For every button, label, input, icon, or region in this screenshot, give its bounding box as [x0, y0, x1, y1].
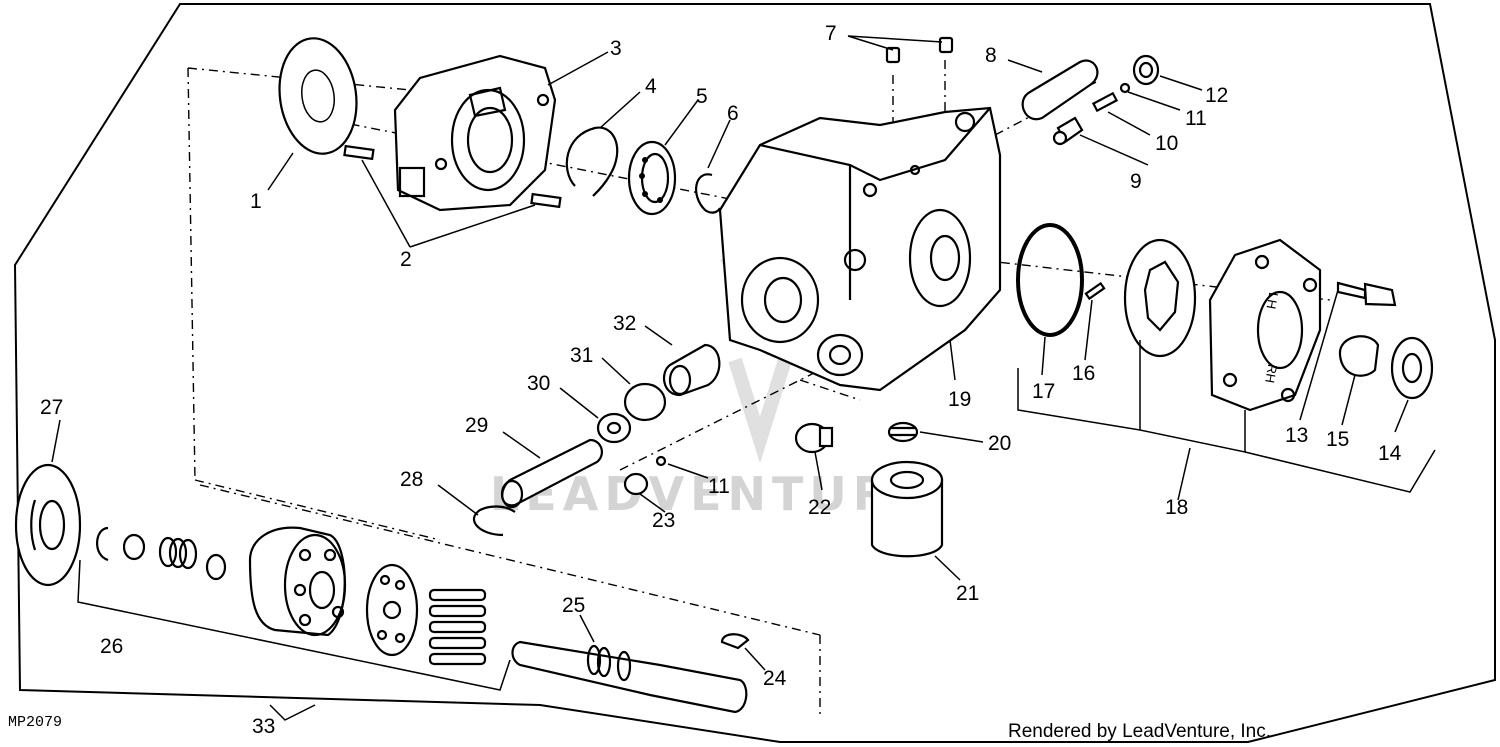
part-33-retainer-plate: [365, 563, 419, 657]
part-26-cylinder-block: [248, 526, 347, 637]
callout-5: 5: [696, 85, 708, 108]
part-30-washer: [596, 412, 632, 444]
callout-15: 15: [1326, 428, 1349, 451]
part-8-valve: [1021, 59, 1099, 121]
part-11-ball-top: [1119, 82, 1131, 94]
callout-16: 16: [1072, 362, 1095, 385]
callout-26: 26: [100, 635, 123, 658]
callout-21: 21: [956, 582, 979, 605]
part-29-shaft: [500, 438, 603, 509]
leader-lines: [51, 35, 1436, 721]
part-15-bearing: [1338, 335, 1380, 377]
part-9-fitting: [1052, 116, 1084, 146]
part-33-pistons: [428, 588, 487, 666]
callout-25: 25: [562, 594, 585, 617]
callout-29: 29: [465, 414, 488, 437]
callout-3: 3: [610, 37, 622, 60]
part-1-gasket: [278, 37, 358, 155]
part-19-pump-body: [718, 106, 1002, 392]
part-22-plug: [794, 422, 834, 454]
credit-text: Rendered by LeadVenture, Inc.: [1008, 721, 1271, 742]
callout-4: 4: [645, 75, 657, 98]
callout-14: 14: [1378, 442, 1402, 465]
callouts: 1 2 3 4 5 6 7 8 9 10 11 12 13 14 15 16 1…: [40, 22, 1402, 738]
part-13-bolt: [1336, 281, 1397, 307]
part-3-housing: [393, 54, 557, 212]
cover-rh-label: RH: [1262, 363, 1280, 384]
callout-18: 18: [1165, 496, 1188, 519]
callout-2: 2: [400, 248, 412, 271]
callout-1: 1: [250, 190, 262, 213]
callout-23: 23: [652, 509, 675, 532]
callout-11-top: 11: [1185, 107, 1207, 130]
callout-27: 27: [40, 396, 63, 419]
callout-32: 32: [613, 312, 636, 335]
callout-8: 8: [985, 44, 997, 67]
callout-31: 31: [570, 344, 593, 367]
part-20-plug: [887, 421, 919, 443]
outer-frame: [13, 3, 1496, 743]
callout-7: 7: [825, 22, 837, 45]
callout-17: 17: [1032, 380, 1055, 403]
part-24-key: [720, 633, 750, 650]
part-17-o-ring: [1016, 223, 1084, 337]
figure-id: MP2079: [8, 714, 62, 731]
part-23-plug: [623, 472, 649, 496]
callout-10: 10: [1155, 132, 1178, 155]
part-26-spring-set: [96, 526, 227, 581]
part-7-plugs: [885, 36, 954, 64]
callout-20: 20: [988, 432, 1011, 455]
part-28-snap-ring: [472, 505, 516, 537]
part-32-bushing: [662, 343, 721, 397]
part-5-bearing: [627, 140, 677, 216]
part-21-filter: [870, 460, 944, 558]
part-27-valve-plate: [14, 463, 82, 587]
cover-lh-label: LH: [1264, 291, 1282, 310]
callout-12: 12: [1205, 84, 1228, 107]
callout-28: 28: [400, 468, 423, 491]
part-16-pin: [1084, 281, 1106, 301]
part-18-cover: LH RH: [1208, 238, 1322, 412]
callout-22: 22: [808, 496, 831, 519]
callout-30: 30: [527, 372, 550, 395]
part-12-cap: [1132, 54, 1160, 86]
callout-9: 9: [1130, 170, 1142, 193]
callout-13: 13: [1285, 424, 1308, 447]
callout-11-lower: 11: [708, 475, 730, 498]
callout-24: 24: [763, 667, 787, 690]
part-14-seal: [1390, 336, 1434, 400]
part-31-ring: [623, 382, 667, 422]
part-10-pin: [1091, 91, 1119, 113]
part-11-ball-lower: [655, 455, 667, 467]
part-25-drive-shaft: [511, 640, 748, 714]
callout-6: 6: [727, 102, 739, 125]
callout-19: 19: [948, 388, 971, 411]
part-6-retaining-ring: [695, 173, 721, 214]
part-18-gear-plate: [1123, 238, 1197, 358]
part-4-snap-ring: [565, 126, 619, 197]
callout-33: 33: [252, 715, 275, 738]
part-2-dowel-pins: [343, 144, 562, 209]
